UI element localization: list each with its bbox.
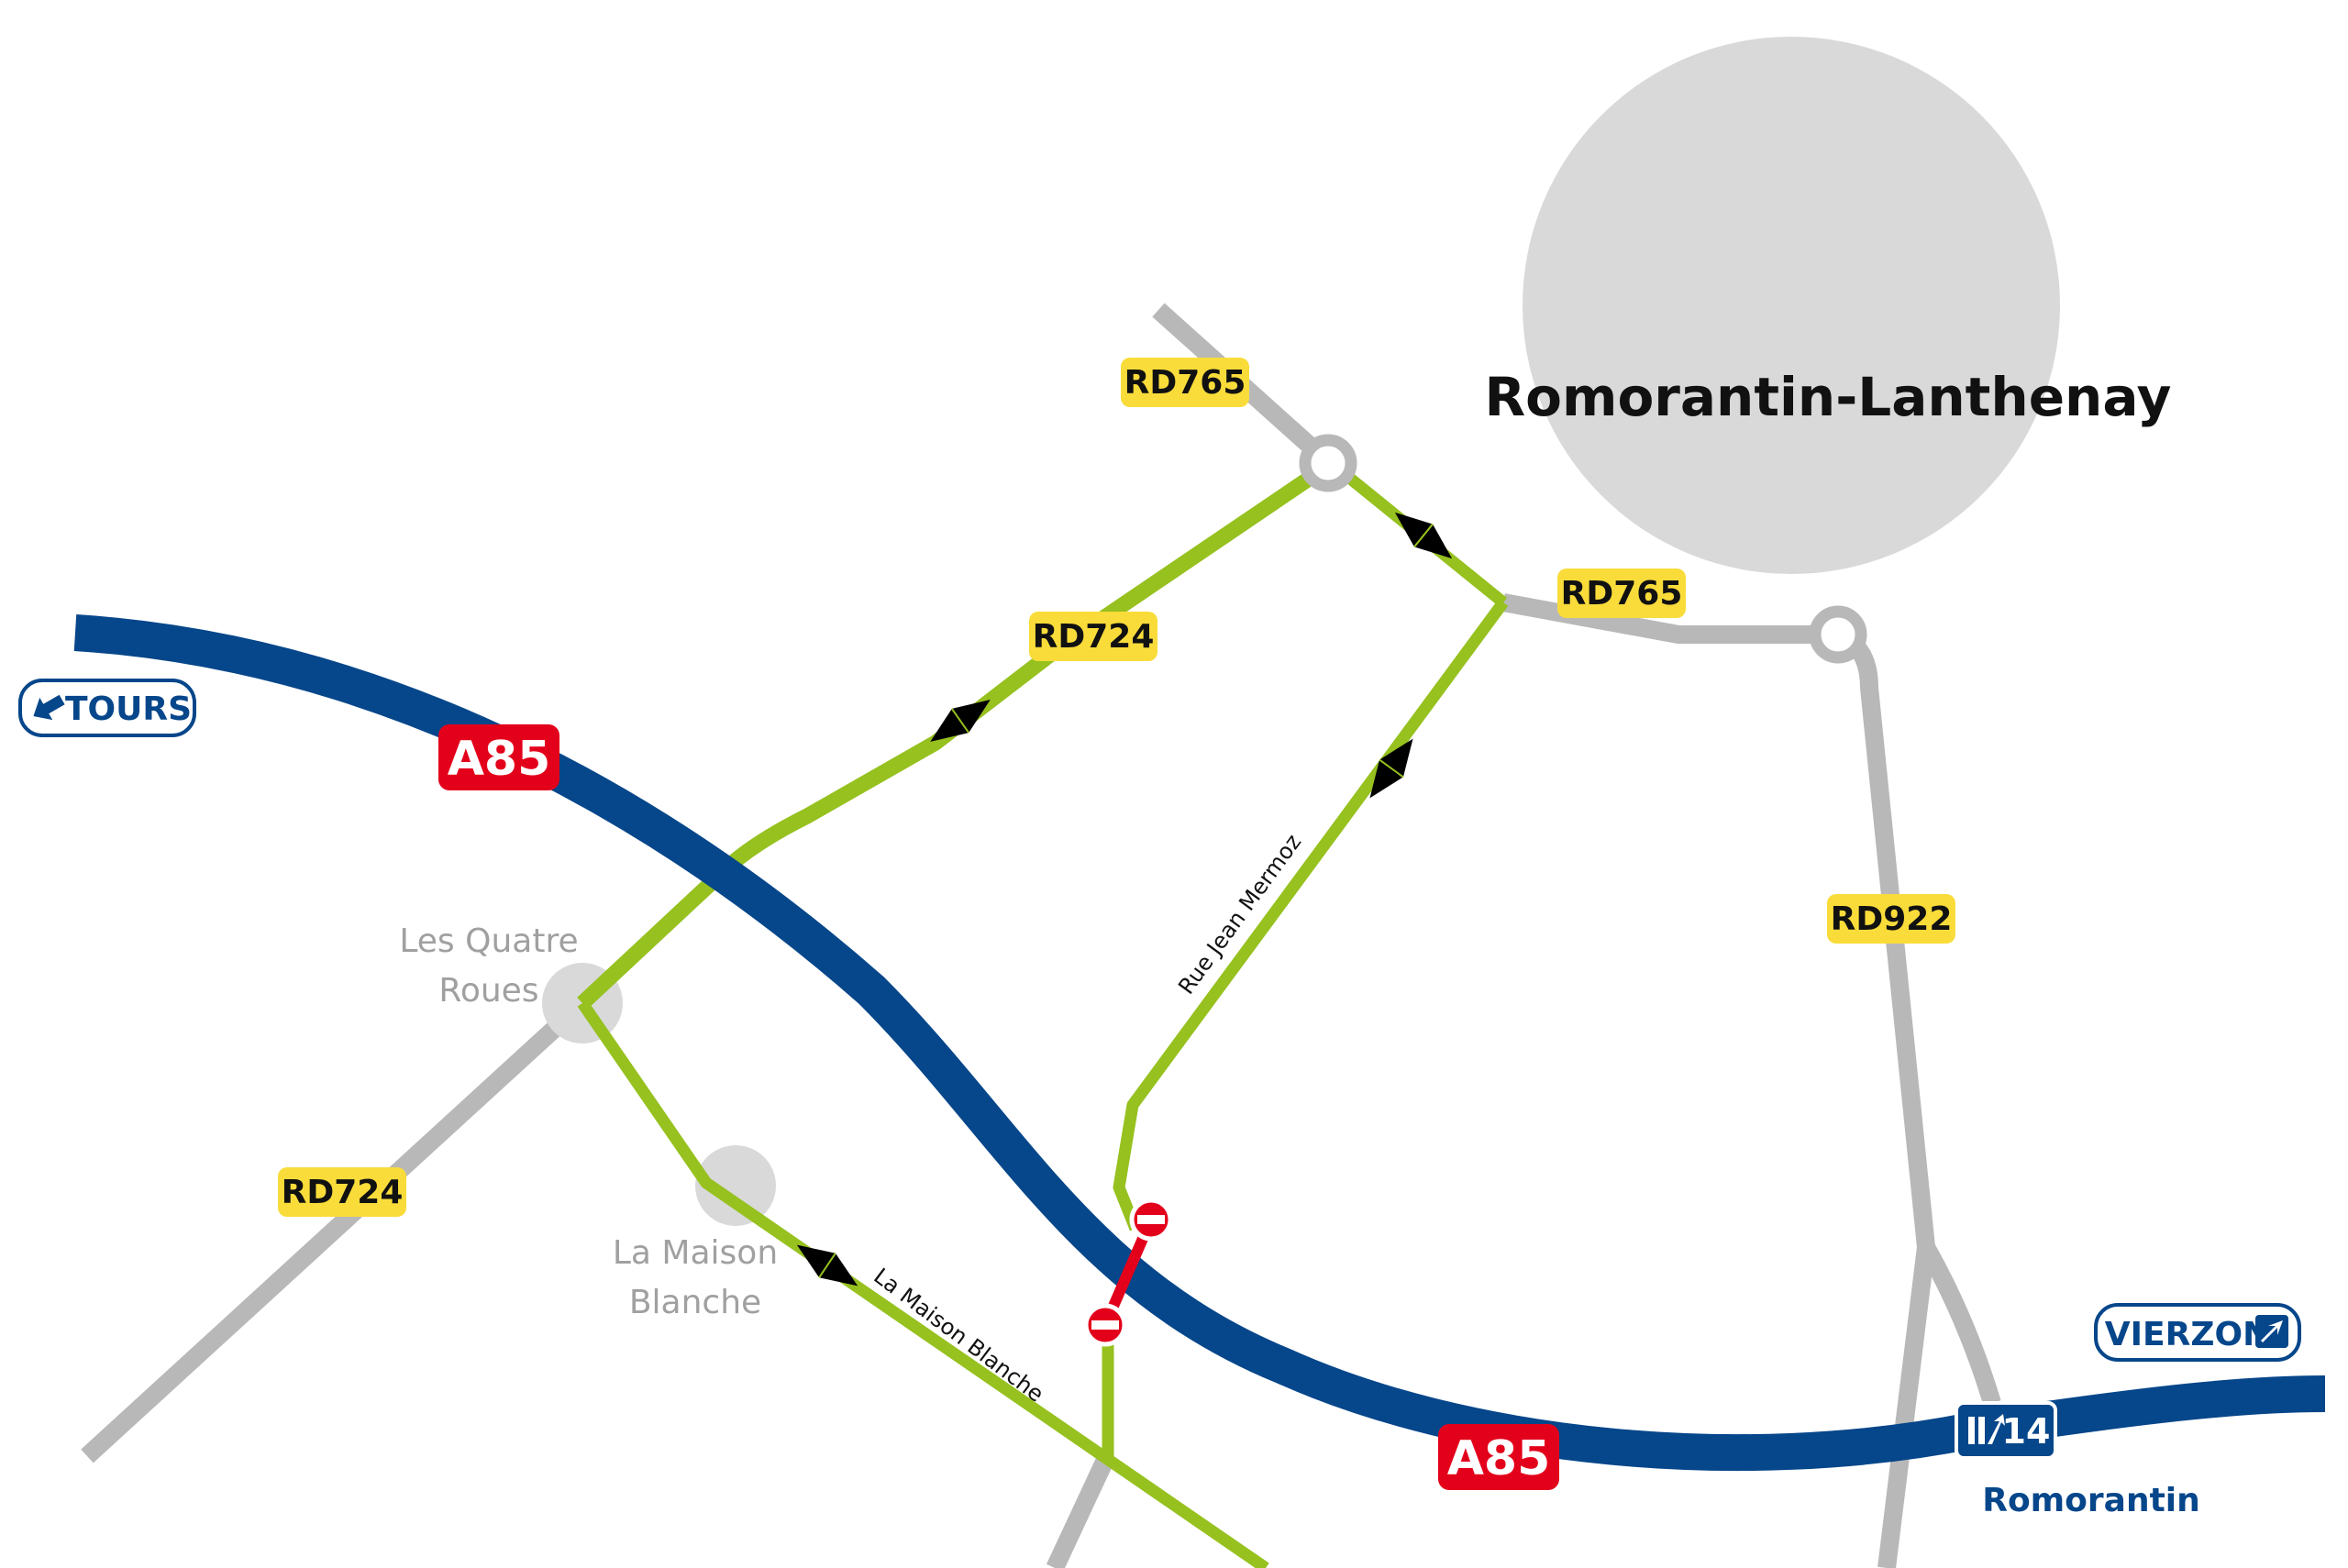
rd724-southwest-road — [81, 996, 589, 1463]
rd724-green-route — [577, 469, 1316, 1010]
rd765-north-shield: RD765 — [1121, 358, 1249, 407]
exit-destination-label: Romorantin — [1982, 1482, 2200, 1519]
green-routes — [577, 464, 1509, 1568]
a85-motorway — [73, 614, 2326, 1472]
rd765-east-label: RD765 — [1561, 575, 1683, 613]
tours-label: TOURS — [65, 690, 192, 728]
la-maison-blanche-route — [577, 999, 1269, 1568]
la-maison-blanche-label-2: Blanche — [629, 1284, 761, 1321]
south-gray-road — [1046, 1453, 1115, 1568]
vierzon-destination-sign: VIERZON — [2094, 1303, 2301, 1362]
a85-label-bottom: A85 — [1447, 1431, 1551, 1486]
a85-label-top: A85 — [448, 732, 551, 787]
la-maison-blanche-street-label: La Maison Blanche — [869, 1263, 1048, 1407]
exit-number: 14 — [2002, 1411, 2051, 1452]
rd724-north-shield: RD724 — [1029, 612, 1157, 661]
a85-shield-top: A85 — [438, 724, 559, 790]
no-entry-icon — [1129, 1198, 1173, 1242]
la-maison-blanche-label-1: La Maison — [613, 1234, 778, 1272]
no-entry-icon — [1083, 1303, 1127, 1347]
tours-destination-sign: TOURS — [18, 679, 196, 737]
rd765-east-shield: RD765 — [1557, 569, 1686, 618]
les-quatre-roues-label-1: Les Quatre — [399, 922, 578, 960]
rd724-north-label: RD724 — [1033, 618, 1155, 656]
arrow-up-right-icon — [2255, 1315, 2288, 1348]
black-diamond-icon — [930, 700, 991, 742]
motorway-exit-icon — [1968, 1414, 2005, 1444]
rd922-exit-branch — [1918, 1242, 2001, 1406]
roundabout-icon — [1299, 434, 1357, 492]
black-diamond-icon — [1394, 512, 1453, 559]
black-diamond-icon — [1369, 738, 1413, 799]
roundabout-icon — [1809, 605, 1867, 664]
rd922-shield: RD922 — [1827, 894, 1955, 944]
rd922-label: RD922 — [1831, 900, 1953, 938]
rd765-north-label: RD765 — [1124, 364, 1246, 402]
direction-arrows — [796, 512, 1453, 1286]
rue-jean-mermoz-label: Rue Jean Mermoz — [1173, 830, 1306, 999]
arrow-up-left-icon — [33, 694, 65, 721]
la-maison-blanche-marker — [695, 1145, 776, 1226]
vierzon-label: VIERZON — [2105, 1316, 2270, 1353]
rd724-south-label: RD724 — [282, 1174, 404, 1211]
closed-section — [1083, 1198, 1173, 1347]
city-name: Romorantin-Lanthenay — [1485, 366, 2172, 428]
les-quatre-roues-label-2: Roues — [438, 972, 538, 1010]
exit-14-sign: 14 — [1955, 1401, 2057, 1460]
city-area — [1523, 37, 2060, 574]
rue-jean-mermoz-route — [1113, 599, 1509, 1231]
rd724-south-shield: RD724 — [278, 1167, 406, 1217]
black-diamond-icon — [796, 1244, 858, 1286]
a85-shield-bottom: A85 — [1438, 1424, 1559, 1490]
